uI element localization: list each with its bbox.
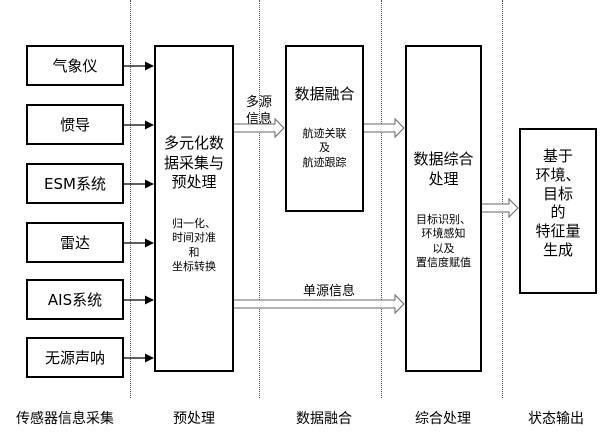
sensor-label: 雷达 — [59, 234, 90, 252]
synthesis-detail: 目标识别、 环境感知 以及 置信度赋值 — [416, 213, 471, 269]
arrow-fusion-to-synthesis — [364, 117, 405, 139]
sensor-label: ESM系统 — [44, 175, 106, 193]
arrow-single-source — [234, 293, 405, 315]
fusion-title: 数据融合 — [294, 85, 355, 103]
fusion-box: 数据融合 航迹关联 及 航迹跟踪 — [285, 45, 364, 212]
sensor-label: AIS系统 — [47, 291, 103, 309]
arrow-multi-source — [234, 117, 285, 139]
sensor-box-radar: 雷达 — [26, 222, 124, 263]
synthesis-box: 数据综合 处理 目标识别、 环境感知 以及 置信度赋值 — [405, 45, 482, 372]
sensor-box-sonar: 无源声呐 — [26, 337, 124, 378]
column-divider — [130, 0, 131, 398]
column-label-preprocess: 预处理 — [173, 411, 215, 427]
column-divider — [259, 0, 260, 398]
output-title: 基于 环境、 目标 的 特征量 生成 — [535, 147, 581, 259]
sensor-box-ais: AIS系统 — [26, 279, 124, 320]
column-label-synthesis: 综合处理 — [415, 411, 471, 427]
sensor-label: 惯导 — [59, 116, 90, 134]
column-label-output: 状态输出 — [528, 411, 584, 427]
sensor-box-weather: 气象仪 — [26, 45, 124, 86]
multi-source-label: 多源 信息 — [245, 95, 272, 127]
output-box: 基于 环境、 目标 的 特征量 生成 — [519, 128, 597, 294]
column-label-fusion: 数据融合 — [296, 411, 352, 427]
arrow-synthesis-to-output — [482, 197, 519, 219]
synthesis-title: 数据综合 处理 — [413, 150, 474, 188]
preprocess-box: 多元化数 据采集与 预处理 归一化、 时间对准 和 坐标转换 — [154, 45, 234, 372]
single-source-label: 单源信息 — [302, 284, 355, 299]
preprocess-detail: 归一化、 时间对准 和 坐标转换 — [172, 217, 216, 273]
column-divider — [502, 0, 503, 398]
sensor-label: 气象仪 — [52, 57, 98, 75]
sensor-box-ins: 惯导 — [26, 104, 124, 145]
column-label-collection: 传感器信息采集 — [16, 411, 114, 427]
fusion-detail: 航迹关联 及 航迹跟踪 — [302, 127, 347, 169]
preprocess-title: 多元化数 据采集与 预处理 — [163, 134, 224, 191]
column-divider — [381, 0, 382, 398]
sensor-label: 无源声呐 — [44, 349, 105, 367]
sensor-box-esm: ESM系统 — [26, 163, 124, 204]
